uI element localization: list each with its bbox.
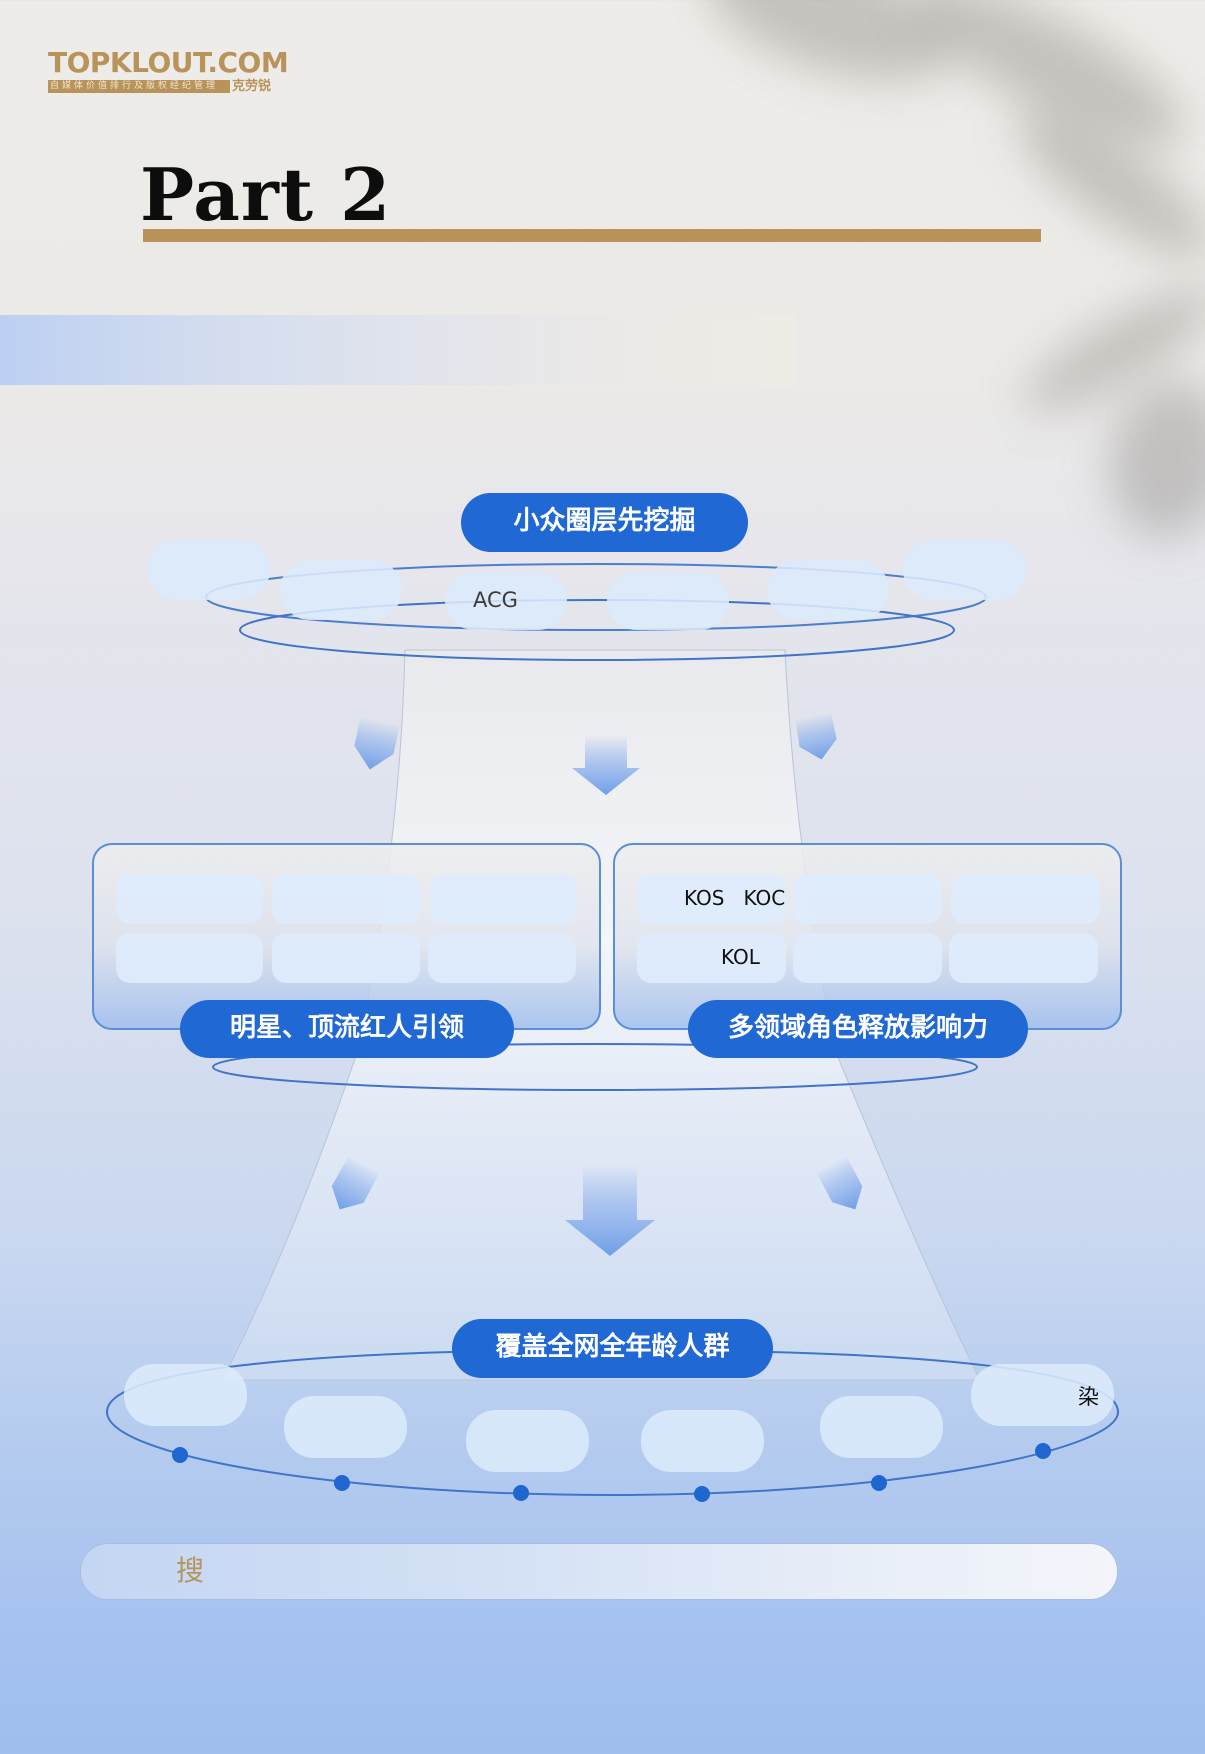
ring-dot: [513, 1485, 529, 1501]
logo-tagline: 自媒体价值排行及版权经纪管理: [48, 80, 230, 93]
logo-chinese-name: 克劳锐: [232, 79, 272, 94]
grid-cell: [116, 874, 263, 924]
brand-logo: TOPKLOUT.COM 自媒体价值排行及版权经纪管理 克劳锐: [48, 48, 289, 96]
bottom-ring: [105, 1348, 1120, 1497]
subtitle-band: [0, 315, 795, 385]
grid-cell-label: KOS KOC: [684, 886, 786, 910]
ring-dot: [172, 1447, 188, 1463]
arrow-down-left-icon: [331, 1155, 380, 1210]
top-tag: [280, 560, 402, 620]
grid-cell: [430, 874, 577, 924]
bottom-tag: [124, 1364, 247, 1426]
top-tag: [903, 540, 1026, 600]
bottom-tier-label: 覆盖全网全年龄人群: [452, 1319, 773, 1378]
bottom-tag: [641, 1410, 764, 1472]
ring-dot: [334, 1475, 350, 1491]
top-tier-label: 小众圈层先挖掘: [461, 493, 748, 552]
top-tag: [147, 540, 270, 600]
top-tag: [767, 560, 889, 620]
grid-cell: [428, 933, 576, 983]
middle-left-box: [92, 843, 601, 1030]
top-tag: [607, 572, 729, 630]
grid-cell: [949, 933, 1098, 983]
grid-cell: [272, 933, 420, 983]
arrow-down-icon: [572, 735, 640, 795]
search-bar[interactable]: [80, 1543, 1118, 1600]
ring-dot: [1035, 1443, 1051, 1459]
grid-cell-label: KOL: [721, 945, 760, 969]
top-tag-label: ACG: [473, 588, 518, 612]
ring-dot: [694, 1486, 710, 1502]
grid-cell: [951, 874, 1100, 924]
bottom-tag: 染: [971, 1364, 1114, 1426]
arrow-down-icon: [565, 1165, 655, 1256]
grid-cell: KOL: [637, 933, 786, 983]
logo-wordmark: TOPKLOUT.COM: [48, 46, 289, 79]
arrow-down-right-icon: [815, 1155, 863, 1210]
middle-right-box: KOS KOC KOL: [613, 843, 1122, 1030]
grid-cell: [793, 933, 942, 983]
bottom-tag: [466, 1410, 589, 1472]
top-ring-inner: [239, 599, 955, 661]
grid-cell: [272, 874, 420, 924]
bottom-tag: [284, 1396, 407, 1458]
bottom-tag-label: 染: [1078, 1385, 1099, 1409]
grid-cell: KOS KOC: [637, 874, 786, 924]
ring-dot: [871, 1475, 887, 1491]
top-tag: ACG: [445, 572, 567, 630]
title-underline: [143, 229, 1041, 242]
grid-cell: [116, 933, 263, 983]
arrow-down-left-icon: [354, 716, 400, 770]
middle-ring: [212, 1043, 978, 1091]
middle-left-label: 明星、顶流红人引领: [180, 1000, 514, 1058]
bottom-tag: [820, 1396, 943, 1458]
middle-right-label: 多领域角色释放影响力: [688, 1000, 1028, 1058]
search-bar-label: 搜: [176, 1554, 205, 1587]
arrow-down-right-icon: [795, 711, 837, 760]
grid-cell: [793, 874, 942, 924]
section-title: Part 2: [140, 152, 392, 237]
